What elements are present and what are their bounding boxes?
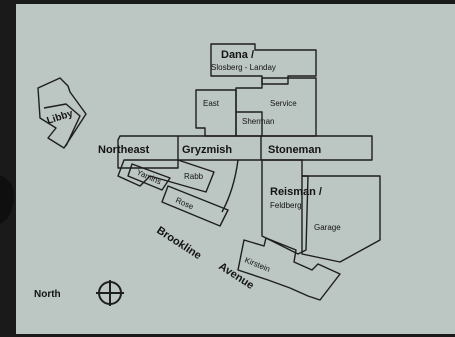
- building-rose: [161, 185, 229, 227]
- label-feldberg: Feldberg: [270, 201, 302, 210]
- label-sherman: Sherman: [242, 117, 274, 126]
- building-yamins: [127, 163, 171, 191]
- building-kirstein: [237, 237, 341, 301]
- label-northeast: Northeast: [98, 144, 150, 156]
- label-garage: Garage: [314, 223, 341, 232]
- building-libby: [37, 77, 87, 149]
- label-gryzmish: Gryzmish: [182, 144, 232, 156]
- building-yamins-rabb: [117, 159, 215, 193]
- label-rabb: Rabb: [184, 172, 204, 181]
- north-compass-icon: [96, 280, 124, 306]
- label-reisman: Reisman /: [270, 186, 322, 198]
- sherman-divider: [236, 111, 263, 136]
- building-dana-slosberg: [210, 43, 317, 85]
- edge-blob: [0, 175, 15, 224]
- libby-inner: [43, 103, 81, 147]
- building-garage: [301, 175, 381, 263]
- label-slosberg-landay: Slosberg - Landay: [211, 63, 276, 72]
- label-north: North: [34, 289, 61, 300]
- label-east: East: [203, 99, 220, 108]
- label-stoneman: Stoneman: [268, 144, 321, 156]
- label-dana: Dana /: [221, 49, 254, 61]
- label-service: Service: [270, 99, 297, 108]
- map-background: [16, 4, 455, 334]
- footpath: [221, 159, 239, 213]
